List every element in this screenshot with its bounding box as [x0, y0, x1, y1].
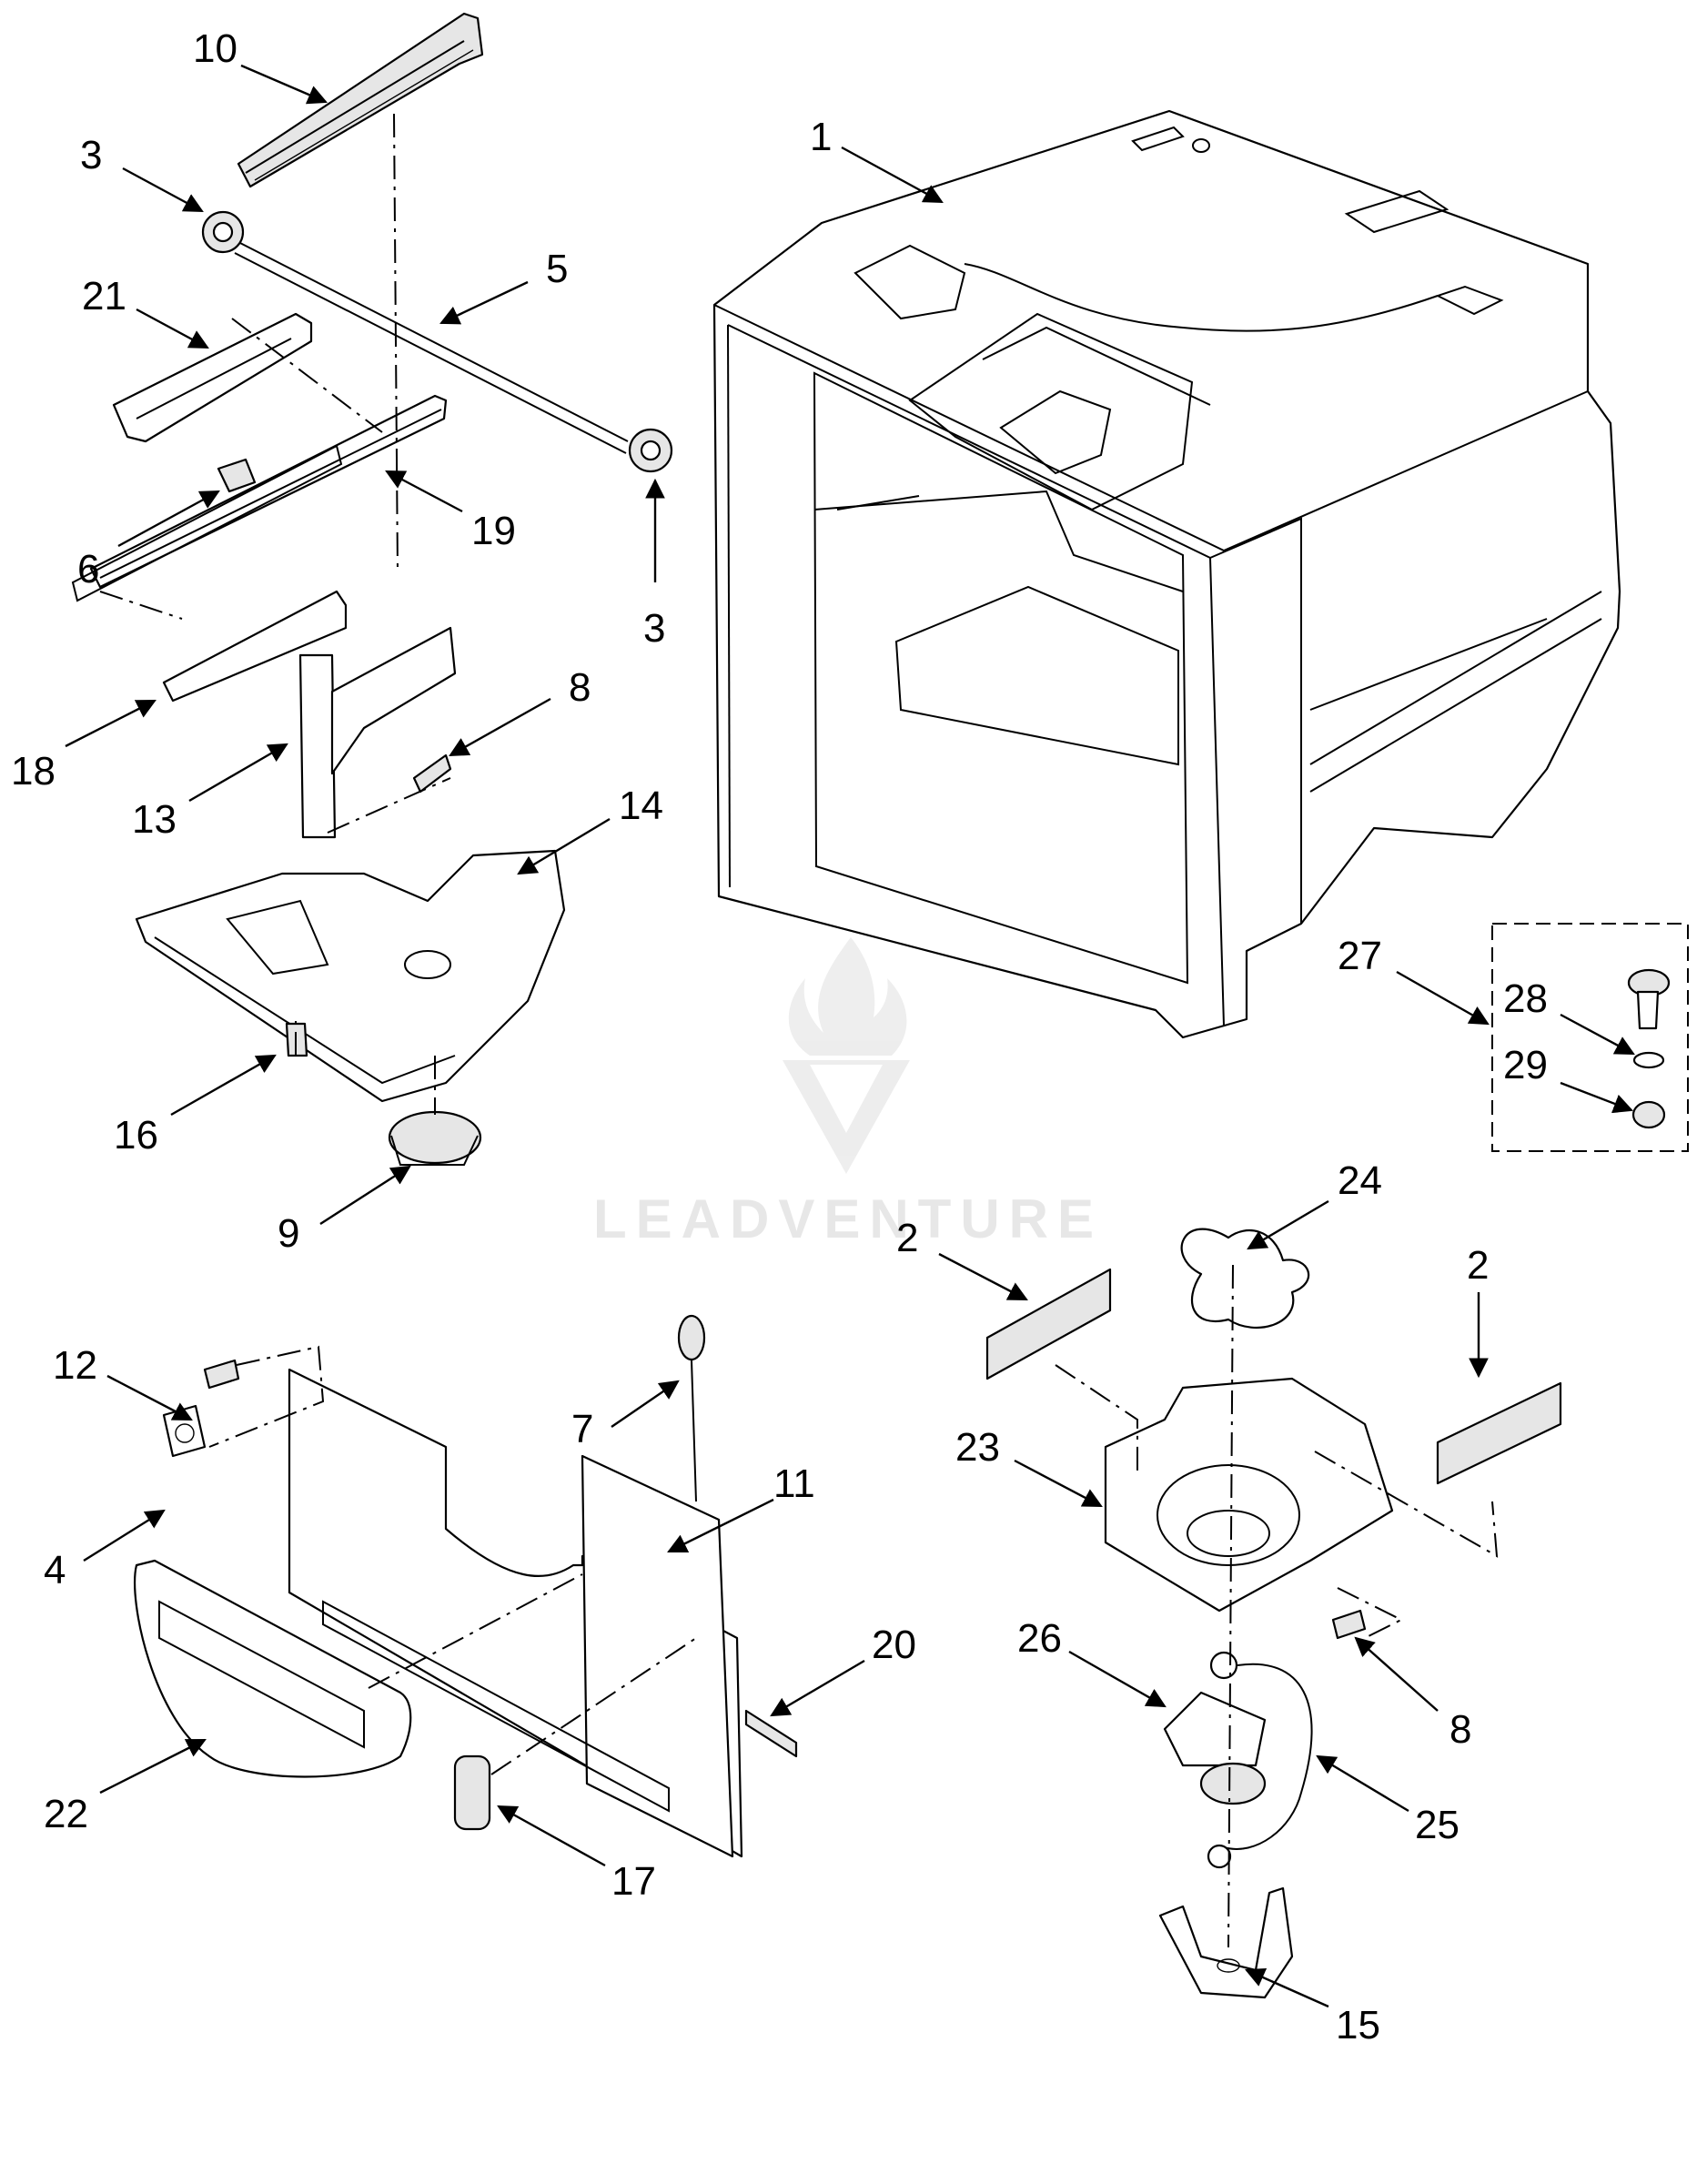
callout-label: 15: [1336, 2003, 1380, 2048]
callout-label: 10: [193, 26, 237, 71]
watermark: LEADVENTURE: [593, 937, 1103, 1249]
rail-18: [71, 444, 348, 703]
callout-4: 4: [44, 1509, 166, 1592]
callout-27: 27: [1338, 934, 1490, 1026]
callout-11: 11: [667, 1461, 815, 1553]
callout-label: 16: [114, 1113, 158, 1158]
callout-label: 9: [278, 1211, 299, 1256]
probe-7: [677, 1314, 706, 1502]
rail-top: [237, 12, 484, 188]
callout-2-left: 2: [896, 1216, 1028, 1301]
callouts: 1 2 2 3 3 4 5 6: [11, 26, 1635, 2048]
callout-label: 20: [872, 1623, 916, 1667]
callout-17: 17: [497, 1805, 656, 1904]
callout-label: 25: [1415, 1803, 1460, 1847]
ice-tray-14: [135, 849, 566, 1103]
callout-label: 22: [44, 1792, 88, 1836]
screw-6: [217, 458, 257, 493]
callout-10: 10: [193, 26, 328, 105]
screw-12: [203, 1359, 240, 1390]
callout-19: 19: [385, 470, 516, 553]
callout-label: 19: [471, 509, 516, 553]
callout-label: 3: [643, 606, 665, 651]
callout-8-lower: 8: [1354, 1636, 1471, 1752]
callout-label: 1: [810, 115, 832, 159]
callout-2-right: 2: [1467, 1243, 1489, 1379]
strip-20: [744, 1709, 798, 1758]
callout-label: 14: [619, 784, 663, 828]
fan-blade-24: [1180, 1228, 1310, 1329]
pad-2-left: [985, 1268, 1112, 1380]
callout-13: 13: [132, 743, 288, 842]
damper-9: [388, 1110, 482, 1166]
flame-v-logo: [783, 937, 910, 1174]
fan-housing-23: [1104, 1377, 1394, 1613]
callout-label: 8: [569, 665, 591, 710]
callout-26: 26: [1017, 1616, 1167, 1708]
callout-label: 17: [611, 1859, 656, 1904]
callout-3-top: 3: [80, 133, 204, 213]
bracket-13: [298, 626, 457, 839]
callout-29: 29: [1503, 1043, 1634, 1114]
gear-shaft-assembly: [201, 210, 673, 473]
callout-label: 27: [1338, 934, 1382, 978]
callout-label: 5: [546, 247, 568, 291]
callout-label: 2: [896, 1216, 918, 1260]
callout-label: 18: [11, 749, 56, 794]
callout-18: 18: [11, 699, 157, 794]
callout-6: 6: [77, 490, 220, 592]
kit-27: [1491, 923, 1689, 1152]
callout-8-upper: 8: [449, 665, 591, 757]
switch-4: [162, 1404, 207, 1458]
callout-21: 21: [82, 274, 209, 349]
callout-14: 14: [517, 784, 663, 875]
callout-label: 29: [1503, 1043, 1548, 1087]
callout-20: 20: [770, 1623, 916, 1717]
callout-label: 13: [132, 797, 177, 842]
callout-label: 12: [53, 1343, 97, 1388]
callout-22: 22: [44, 1738, 207, 1836]
rail-19: [89, 394, 448, 589]
callout-label: 28: [1503, 976, 1548, 1021]
callout-label: 3: [80, 133, 102, 177]
cap-17: [453, 1754, 491, 1831]
callout-label: 24: [1338, 1158, 1382, 1203]
callout-3-right: 3: [643, 478, 665, 651]
motor-26: [1163, 1651, 1267, 1805]
screw-8-upper: [412, 753, 452, 794]
callout-1: 1: [810, 115, 944, 204]
screw-8-lower: [1331, 1609, 1367, 1640]
callout-16: 16: [114, 1054, 277, 1158]
callout-label: 23: [955, 1425, 1000, 1470]
callout-label: 2: [1467, 1243, 1489, 1288]
callout-23: 23: [955, 1425, 1103, 1508]
callout-12: 12: [53, 1343, 193, 1421]
alignment-lines: [99, 113, 1499, 1948]
wire-25: [1207, 1663, 1313, 1869]
callout-label: 21: [82, 274, 126, 318]
callout-7: 7: [571, 1380, 680, 1451]
watermark-text: LEADVENTURE: [593, 1188, 1103, 1249]
callout-label: 4: [44, 1548, 66, 1592]
callout-9: 9: [278, 1165, 411, 1256]
grille-22: [134, 1559, 412, 1778]
callout-label: 8: [1449, 1707, 1471, 1752]
callout-5: 5: [439, 247, 568, 325]
callout-25: 25: [1316, 1754, 1460, 1847]
callout-label: 11: [773, 1461, 815, 1506]
pad-2-right: [1436, 1381, 1562, 1485]
callout-15: 15: [1245, 1968, 1380, 2048]
callout-24: 24: [1247, 1158, 1382, 1250]
liner-assembly: [712, 109, 1621, 1039]
callout-label: 6: [77, 547, 99, 592]
bracket-21: [112, 312, 313, 443]
callout-label: 26: [1017, 1616, 1062, 1661]
callout-label: 7: [571, 1407, 593, 1451]
panel-11: [288, 1368, 743, 1858]
callout-28: 28: [1503, 976, 1635, 1056]
